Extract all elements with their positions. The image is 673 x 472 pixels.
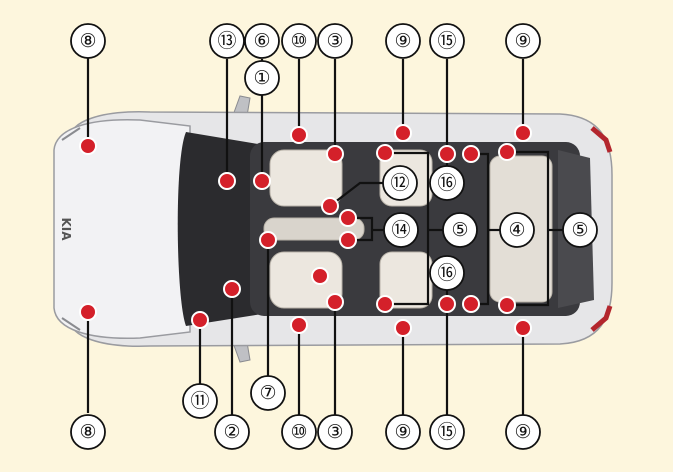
callout-inner-1: ①: [244, 60, 280, 96]
callout-text: ⑭: [391, 219, 410, 241]
callout-text: ⑨: [514, 421, 531, 443]
callout-text: ⑮: [437, 30, 456, 52]
callout-bottom-9-mid: ⑨: [385, 414, 421, 450]
callout-bottom-3: ③: [317, 414, 353, 450]
callout-top-9-right: ⑨: [505, 23, 541, 59]
callout-bottom-9-right: ⑨: [505, 414, 541, 450]
callout-text: ⑤: [451, 219, 468, 241]
marker-5-outer-bottom: [498, 296, 516, 314]
callout-top-8: ⑧: [70, 23, 106, 59]
marker-5-inner-bottom: [376, 295, 394, 313]
car-illustration: KIA: [53, 95, 613, 363]
leader-lines: [86, 58, 563, 415]
callout-text: ⑧: [79, 30, 96, 52]
callout-bottom-11: ⑪: [182, 383, 218, 419]
callout-labels: ⑧ ⑬ ⑥ ⑩ ③ ⑨ ⑮: [70, 23, 598, 450]
callout-text: ⑩: [290, 421, 307, 443]
callout-text: ⑦: [259, 382, 276, 404]
callout-text: ⑪: [190, 390, 209, 412]
marker-15-top: [438, 145, 456, 163]
callout-bottom-7: ⑦: [250, 375, 286, 411]
callout-inner-4: ④: [499, 212, 535, 248]
callout-text: ⑨: [394, 30, 411, 52]
marker-3-top: [326, 145, 344, 163]
callout-text: ⑯: [437, 172, 456, 194]
callout-text: ⑧: [79, 421, 96, 443]
callout-text: ③: [326, 421, 343, 443]
marker-passenger-seat: [311, 267, 329, 285]
callout-top-3: ③: [317, 23, 353, 59]
callout-top-15: ⑮: [429, 23, 465, 59]
marker-8-top: [79, 137, 97, 155]
callout-inner-16-bottom: ⑯: [429, 255, 465, 291]
marker-3-bottom: [326, 293, 344, 311]
marker-2: [223, 280, 241, 298]
callout-text: ①: [253, 67, 270, 89]
marker-7: [259, 231, 277, 249]
marker-10-top: [290, 126, 308, 144]
callout-text: ⑤: [571, 219, 588, 241]
marker-9-top-right: [514, 124, 532, 142]
callout-bottom-10: ⑩: [281, 414, 317, 450]
marker-14-a: [339, 209, 357, 227]
callout-inner-5-outer: ⑤: [562, 212, 598, 248]
passenger-seat: [269, 251, 343, 309]
callout-text: ⑥: [253, 30, 270, 52]
windshield: [177, 132, 262, 326]
callout-bottom-2: ②: [214, 414, 250, 450]
marker-13: [218, 172, 236, 190]
marker-4-top: [462, 145, 480, 163]
marker-15-bottom: [438, 295, 456, 313]
marker-1: [253, 172, 271, 190]
callout-text: ⑫: [390, 172, 409, 194]
callout-top-6: ⑥: [244, 23, 280, 59]
callout-top-13: ⑬: [209, 23, 245, 59]
marker-4-bottom: [462, 295, 480, 313]
callout-text: ⑯: [437, 262, 456, 284]
callout-text: ②: [223, 421, 240, 443]
callout-text: ⑨: [394, 421, 411, 443]
marker-14-b: [339, 231, 357, 249]
callout-text: ⑨: [514, 30, 531, 52]
brand-logo: KIA: [59, 217, 73, 241]
callout-bottom-8: ⑧: [70, 414, 106, 450]
marker-11: [191, 311, 209, 329]
callout-top-9-mid: ⑨: [385, 23, 421, 59]
callout-inner-5-second-row: ⑤: [442, 212, 478, 248]
callout-inner-14: ⑭: [383, 212, 419, 248]
callout-inner-16-top: ⑯: [429, 165, 465, 201]
location-markers: [79, 124, 532, 337]
marker-8-bottom: [79, 303, 97, 321]
marker-10-bottom: [290, 316, 308, 334]
callout-text: ⑩: [290, 30, 307, 52]
callout-inner-12: ⑫: [382, 165, 418, 201]
tail-light-upper: [590, 126, 613, 153]
callout-bottom-15: ⑮: [429, 414, 465, 450]
marker-9-bottom-mid: [394, 319, 412, 337]
marker-9-bottom-right: [514, 319, 532, 337]
marker-5-outer-top: [498, 143, 516, 161]
callout-text: ④: [508, 219, 525, 241]
marker-9-top-mid: [394, 124, 412, 142]
callout-text: ⑬: [217, 30, 236, 52]
center-console: [263, 217, 365, 241]
car-hood: [53, 119, 191, 339]
callout-text: ③: [326, 30, 343, 52]
callout-top-10: ⑩: [281, 23, 317, 59]
marker-5-inner-top: [376, 144, 394, 162]
tail-light-lower: [590, 305, 613, 332]
marker-12: [321, 197, 339, 215]
callout-text: ⑮: [437, 421, 456, 443]
